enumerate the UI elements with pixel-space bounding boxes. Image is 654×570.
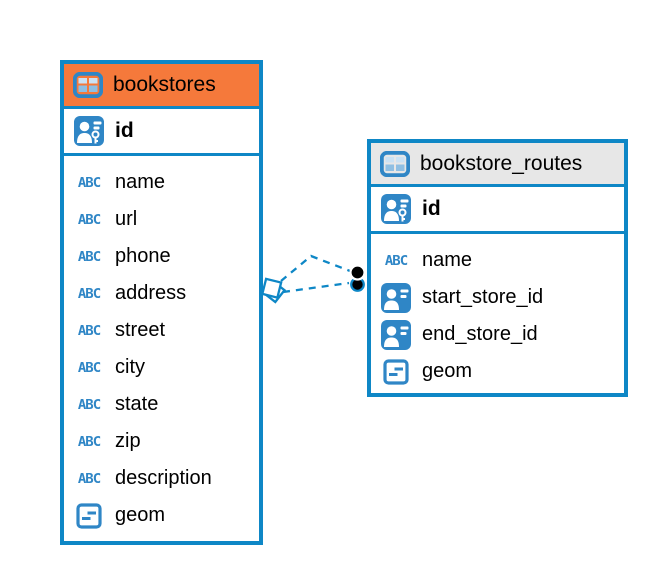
column-row[interactable]: id (371, 187, 624, 234)
column-row[interactable]: id (64, 109, 259, 156)
column-name: end_store_id (422, 323, 538, 345)
table-title: bookstores (113, 73, 216, 96)
column-name: geom (422, 360, 473, 382)
primary-key-icon (381, 194, 411, 224)
column-row[interactable]: ABC phone (64, 238, 259, 275)
columns-list: ABC name ABC url ABC phone ABC address A… (64, 156, 259, 540)
column-name: url (115, 208, 138, 230)
text-type-icon: ABC (77, 470, 101, 487)
column-name: id (422, 197, 441, 220)
text-type-icon: ABC (77, 174, 101, 191)
table-icon (380, 151, 410, 177)
primary-key-icon (74, 116, 104, 146)
column-name: address (115, 282, 187, 304)
column-name: zip (115, 430, 141, 452)
column-row[interactable]: ABC street (64, 312, 259, 349)
column-name: start_store_id (422, 286, 544, 308)
text-type-icon: ABC (77, 396, 101, 413)
column-row[interactable]: ABC zip (64, 423, 259, 460)
column-row[interactable]: ABC address (64, 275, 259, 312)
table-icon (73, 72, 103, 98)
column-row[interactable]: geom (371, 353, 624, 390)
relation-many-marker (260, 277, 287, 304)
column-name: phone (115, 245, 171, 267)
column-row[interactable]: ABC name (64, 164, 259, 201)
reference-icon (381, 283, 411, 313)
column-row[interactable]: ABC description (64, 460, 259, 497)
table-header[interactable]: bookstore_routes (371, 143, 624, 187)
column-row[interactable]: geom (64, 497, 259, 534)
table-bookstore-routes[interactable]: bookstore_routes id ABC name start_store… (367, 139, 628, 397)
column-name: id (115, 119, 134, 142)
column-name: description (115, 467, 212, 489)
column-name: state (115, 393, 159, 415)
column-name: geom (115, 504, 166, 526)
relationship-line (280, 254, 351, 282)
text-type-icon: ABC (384, 252, 408, 269)
table-header[interactable]: bookstores (64, 64, 259, 109)
geometry-type-icon (383, 359, 409, 385)
text-type-icon: ABC (77, 359, 101, 376)
relationship-line (282, 281, 350, 294)
columns-list: ABC name start_store_id end_store_id geo… (371, 234, 624, 396)
column-name: street (115, 319, 166, 341)
table-title: bookstore_routes (420, 151, 583, 175)
geometry-type-icon (76, 503, 102, 529)
column-row[interactable]: end_store_id (371, 316, 624, 353)
text-type-icon: ABC (77, 285, 101, 302)
text-type-icon: ABC (77, 322, 101, 339)
column-row[interactable]: ABC name (371, 242, 624, 279)
column-name: name (115, 171, 166, 193)
table-bookstores[interactable]: bookstores id ABC name ABC url ABC phone… (60, 60, 263, 545)
text-type-icon: ABC (77, 248, 101, 265)
reference-icon (381, 320, 411, 350)
text-type-icon: ABC (77, 433, 101, 450)
column-name: name (422, 249, 473, 271)
column-row[interactable]: ABC state (64, 386, 259, 423)
column-name: city (115, 356, 145, 378)
text-type-icon: ABC (77, 211, 101, 228)
column-row[interactable]: ABC city (64, 349, 259, 386)
column-row[interactable]: start_store_id (371, 279, 624, 316)
relation-endpoint-dots (349, 264, 366, 292)
column-row[interactable]: ABC url (64, 201, 259, 238)
